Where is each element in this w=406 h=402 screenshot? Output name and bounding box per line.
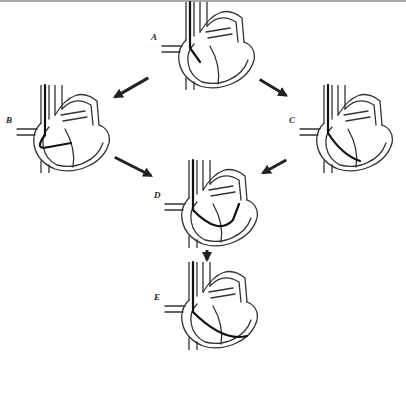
panel-letter: E — [153, 292, 161, 302]
catheter — [190, 2, 200, 62]
frame-line — [0, 1, 406, 2]
catheter — [193, 160, 239, 226]
catheter — [40, 85, 71, 148]
panel: B — [5, 85, 113, 173]
flow-arrow — [263, 160, 287, 173]
panel: E — [153, 262, 261, 350]
panel-letter: C — [288, 115, 296, 125]
panel-letter: A — [150, 32, 158, 42]
catheter — [328, 85, 360, 161]
heart-sketch — [300, 85, 392, 173]
panel: D — [153, 160, 261, 248]
flow-arrow — [206, 250, 209, 260]
flow-arrow — [260, 80, 287, 96]
panel-letter: D — [153, 190, 162, 200]
heart-sketch — [162, 2, 254, 90]
heart-sketch — [17, 85, 109, 173]
flow-arrow — [115, 157, 151, 175]
panel-letter: B — [5, 115, 13, 125]
heart-sketch — [165, 160, 257, 248]
panel: C — [288, 85, 396, 173]
panel: A — [150, 2, 258, 90]
flow-arrow — [115, 78, 149, 97]
heart-sketch — [165, 262, 257, 350]
catheter — [193, 262, 247, 337]
